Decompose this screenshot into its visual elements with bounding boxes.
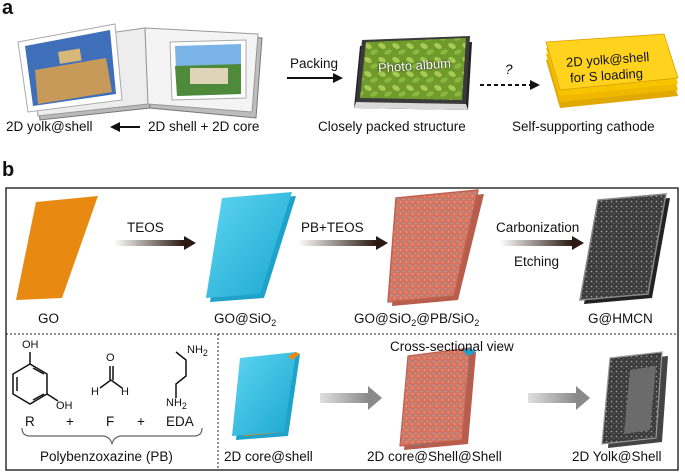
pb-teos-label: PB+TEOS [301,220,364,235]
panel-b-frame [5,187,679,471]
cross-section-title: Cross-sectional view [390,339,514,354]
h2-label: H [121,386,129,398]
oh-bottom-label: OH [56,400,73,412]
formaldehyde-structure [99,366,123,389]
go-sio2-label: GO@SiO2 [214,311,277,328]
eda-structure [175,351,187,398]
f-label: F [106,414,115,429]
yolk-shell-b-label: 2D Yolk@Shell [572,449,662,464]
plus-2: + [137,414,145,429]
yolk-shell-stack-illustration [545,33,679,108]
pb-brace [21,427,203,445]
pb-label: Polybenzoxazine (PB) [40,449,173,464]
dashed-arrow [480,80,540,90]
teos-label: TEOS [127,220,164,235]
g-hmcn-sheet [579,193,670,304]
plus-1: + [66,414,74,429]
g-hmcn-label: G@HMCN [588,311,653,326]
core-shell-cross-section [232,352,300,440]
carbonization-arrow [500,240,572,246]
etching-label: Etching [514,254,560,269]
nh2-top-label: NH2 [187,344,208,358]
h1-label: H [91,386,99,398]
resorcinol-structure [12,352,59,405]
go-sio2-pb-sheet [387,189,484,306]
yolk-shell-arrow [110,122,140,132]
open-book-illustration [17,23,263,121]
core-shell-label: 2D core@shell [224,449,313,464]
cross-arrow-1 [320,393,368,403]
go-label: GO [38,311,60,326]
go-sheet [16,196,98,300]
eda-label: EDA [166,414,194,429]
closely-packed-label: Closely packed structure [318,119,466,134]
go-sio2-sheet [206,192,296,302]
shell-core-label: 2D shell + 2D core [148,119,260,134]
nh2-bottom-label: NH2 [166,397,187,411]
go-sio2-pb-label: GO@SiO2@PB/SiO2 [354,311,480,328]
cross-arrow-2 [528,393,576,403]
cathode-label: Self-supporting cathode [512,119,655,134]
packing-arrow [287,73,343,83]
oh-top-label: OH [22,339,39,351]
question-mark: ? [505,62,513,77]
photo-album-illustration [354,36,472,110]
yolk-shell-label: 2D yolk@shell [6,119,93,134]
core-shell-shell-cross-section [399,347,476,450]
panel-a-letter: a [2,0,14,19]
teos-arrow [114,240,184,246]
o-label: O [106,352,115,364]
r-label: R [25,414,35,429]
packing-label: Packing [290,56,339,71]
panel-b-letter: b [2,159,15,181]
carbonization-label: Carbonization [496,220,580,235]
pb-teos-arrow [298,240,376,246]
core-shell-shell-label: 2D core@Shell@Shell [367,449,502,464]
yolk-shell-cross-section [601,351,668,448]
